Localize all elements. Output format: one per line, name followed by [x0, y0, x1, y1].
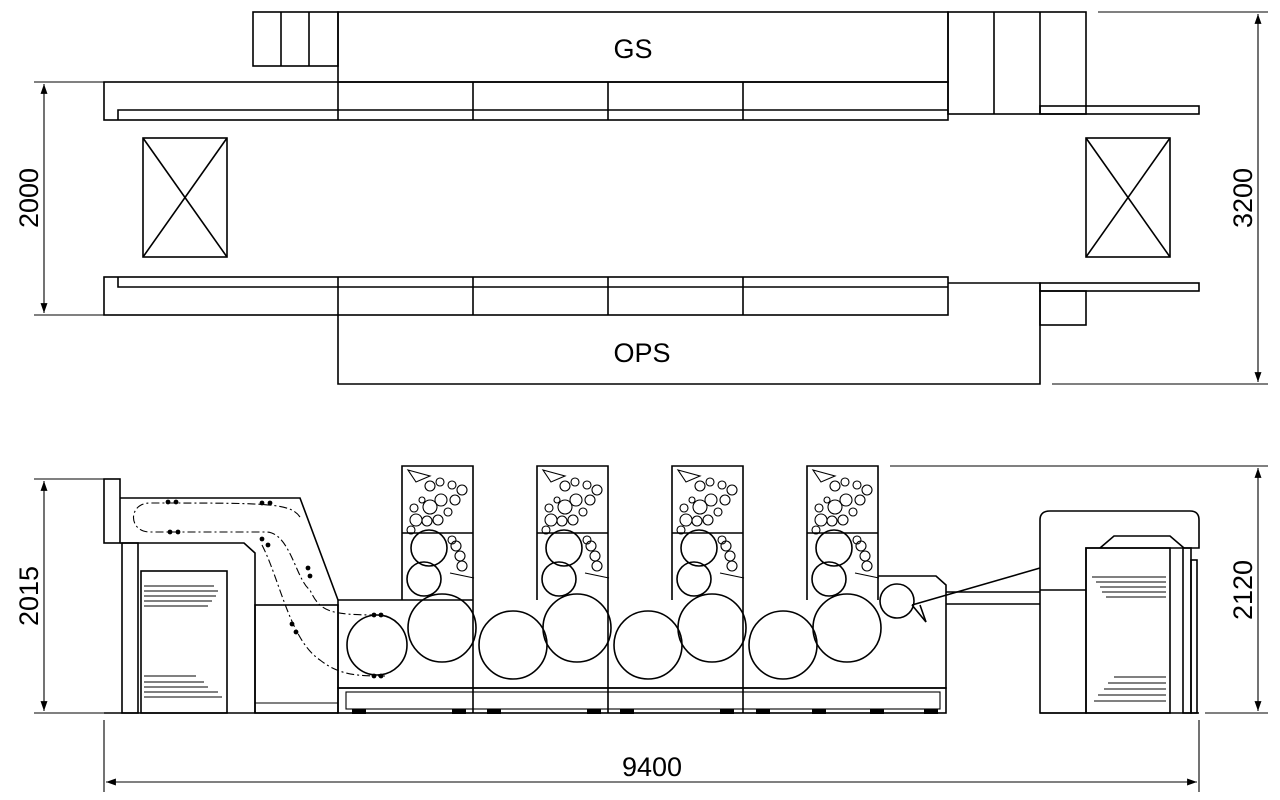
printing-unit-3 — [671, 465, 747, 663]
gear-side-housing — [103, 11, 1200, 121]
side-dimension-9400 — [103, 720, 1200, 792]
press-feet — [352, 709, 938, 714]
side-dimension-2015 — [34, 478, 110, 714]
delivery-paper-stack — [1092, 576, 1166, 702]
delivery-pallet — [1085, 137, 1171, 258]
printing-unit-2 — [536, 465, 612, 663]
operator-side-label: OPS — [613, 338, 670, 368]
printing-unit-4 — [806, 465, 882, 663]
printing-unit-1 — [401, 465, 477, 663]
side-view: 2015 2120 9400 — [14, 465, 1268, 792]
top-dimension-3200 — [1052, 11, 1268, 385]
top-dimension-2000-label: 2000 — [14, 168, 44, 228]
top-dimension-3200-label: 3200 — [1228, 168, 1258, 228]
sheet-path — [133, 502, 381, 616]
operator-side-housing — [103, 276, 1200, 385]
gear-side-label: GS — [613, 34, 652, 64]
delivery — [911, 510, 1200, 714]
side-dimension-9400-label: 9400 — [622, 752, 682, 782]
feeder — [103, 478, 386, 714]
feeder-pallet — [142, 137, 228, 258]
side-dimension-2120-label: 2120 — [1228, 560, 1258, 620]
feeder-paper-stack — [144, 585, 222, 698]
side-dimension-2120 — [890, 465, 1268, 714]
side-dimension-2015-label: 2015 — [14, 566, 44, 626]
top-dimension-2000 — [34, 81, 104, 316]
top-view: GS OPS — [14, 11, 1268, 385]
